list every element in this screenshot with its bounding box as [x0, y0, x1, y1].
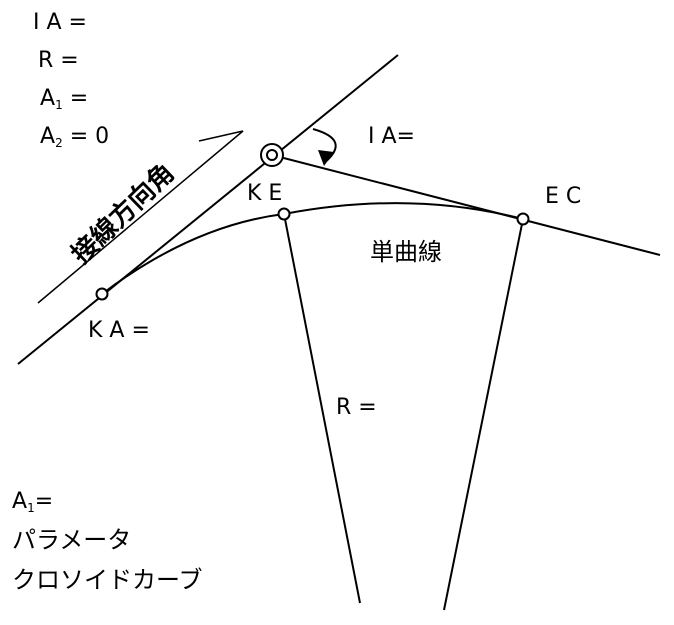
ka-point	[95, 287, 109, 301]
main-tangent-line	[17, 54, 399, 365]
ec-label: E C	[545, 184, 582, 209]
legend-parameter: パラメータ	[12, 526, 132, 554]
legend-a1-rest: =	[34, 489, 54, 514]
r-param-label: R =	[38, 48, 79, 73]
legend-a1-label: A1=	[12, 489, 54, 515]
second-tangent-line	[271, 154, 661, 256]
simple-curve-arc	[283, 202, 524, 220]
a2-rest: = 0	[62, 124, 110, 149]
simple-curve-label: 単曲線	[370, 238, 442, 266]
a1-rest: =	[62, 86, 89, 111]
legend-a1-letter: A	[12, 489, 28, 514]
ia-param-label: I A =	[33, 10, 87, 35]
ec-point	[516, 212, 530, 226]
a1-param-label: A1 =	[40, 86, 89, 112]
tangent-direction-arrow	[37, 130, 244, 304]
a1-letter: A	[40, 86, 56, 111]
a2-param-label: A2 = 0	[40, 124, 110, 150]
ke-label: K E	[247, 181, 283, 206]
legend-a1-sub: 1	[27, 501, 35, 515]
a2-sub: 2	[55, 136, 63, 150]
legend-clothoid: クロソイドカーブ	[12, 566, 203, 594]
radius-label: R =	[336, 395, 377, 420]
ia-angle-label: I A=	[368, 124, 415, 149]
ka-label: K A =	[88, 318, 150, 343]
ia-angle-arrowhead	[318, 150, 334, 166]
a1-sub: 1	[55, 98, 63, 112]
clothoid-curve	[101, 213, 285, 295]
a2-letter: A	[40, 124, 56, 149]
ip-inner-circle	[266, 149, 278, 161]
radius-line-ke	[283, 213, 361, 604]
radius-line-ec	[443, 218, 524, 611]
ke-point	[277, 207, 291, 221]
